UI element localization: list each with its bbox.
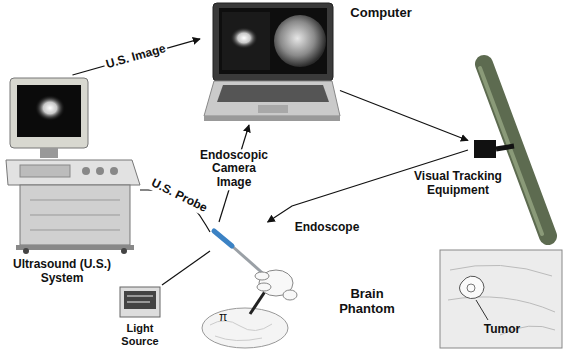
signal-connector [73,39,201,75]
machine-body [20,185,130,245]
device-node: Visual Tracking Equipment [468,55,562,245]
body-line [30,230,120,231]
tracker-clamp [496,146,514,149]
device-label: Brain Phantom [335,287,399,317]
device-node: Light Source [118,285,162,320]
laptop-lid [213,3,333,81]
scope-shaft [250,290,266,314]
symbol-label: π [219,311,227,325]
inset-texture [450,265,552,276]
glove-finger [255,272,269,280]
light-panel-line [127,296,153,297]
panel-knob [110,167,118,175]
inset-texture [448,297,555,312]
panel-knob [96,167,104,175]
ultrasound-blob [230,27,258,49]
control-panel [6,160,140,185]
phantom-body [202,308,288,348]
device-label: Ultrasound (U.S.) System [5,258,119,286]
device-label: Endoscope [292,221,362,235]
device-node: Endoscope [210,222,300,305]
device-node: Tumor [440,250,562,348]
laptop-base [204,81,340,116]
phantom-drawing [202,308,288,348]
device-label: Light Source [112,322,168,347]
signal-connector [340,91,468,141]
tumor-inset-drawing [440,250,562,348]
laptop-drawing [204,3,340,121]
panel-keys [20,165,70,177]
signal-connector [162,251,210,285]
monitor-screen [17,85,81,137]
monitor-image [35,95,65,121]
laptop-touchpad [258,105,288,113]
light-box [120,287,160,317]
glove-wrist [283,290,297,300]
device-node: Brain Phantom [200,305,290,349]
device-label: Tumor [478,323,526,337]
probe-tip [214,231,232,246]
body-line [30,200,120,201]
body-line [30,215,120,216]
inset-frame [440,250,562,348]
endoscope-drawing [214,231,297,314]
device-node: Ultrasound (U.S.) System [5,75,140,255]
panel-knob [82,167,90,175]
device-node: Computer [200,2,340,125]
tumor-core [467,284,475,292]
device-label: Computer [346,6,416,21]
endoscope-view [274,15,326,67]
tumor-shape [460,276,485,298]
tumor-leader [476,300,488,320]
machine-base [16,245,134,250]
tracker-mount [474,140,496,158]
connector-label: U.S. Image [103,41,170,72]
wheel [23,248,29,254]
laptop-screen [219,8,327,74]
device-label: Visual Tracking Equipment [404,170,512,198]
ultrasound-machine-drawing [6,78,140,254]
laptop-keyboard [217,85,329,102]
connector-label: Endoscopic Camera Image [195,149,273,190]
tracking-bar-drawing [474,64,548,236]
monitor-case [10,78,88,148]
laptop-edge [204,116,340,121]
glove-finger [257,283,271,291]
wheel [121,248,127,254]
light-panel-line [127,302,150,303]
ultrasound-view [222,12,270,70]
phantom-fold [215,336,262,341]
monitor-stand [40,148,58,158]
light-panel [124,291,156,309]
light-source-drawing [120,287,160,317]
